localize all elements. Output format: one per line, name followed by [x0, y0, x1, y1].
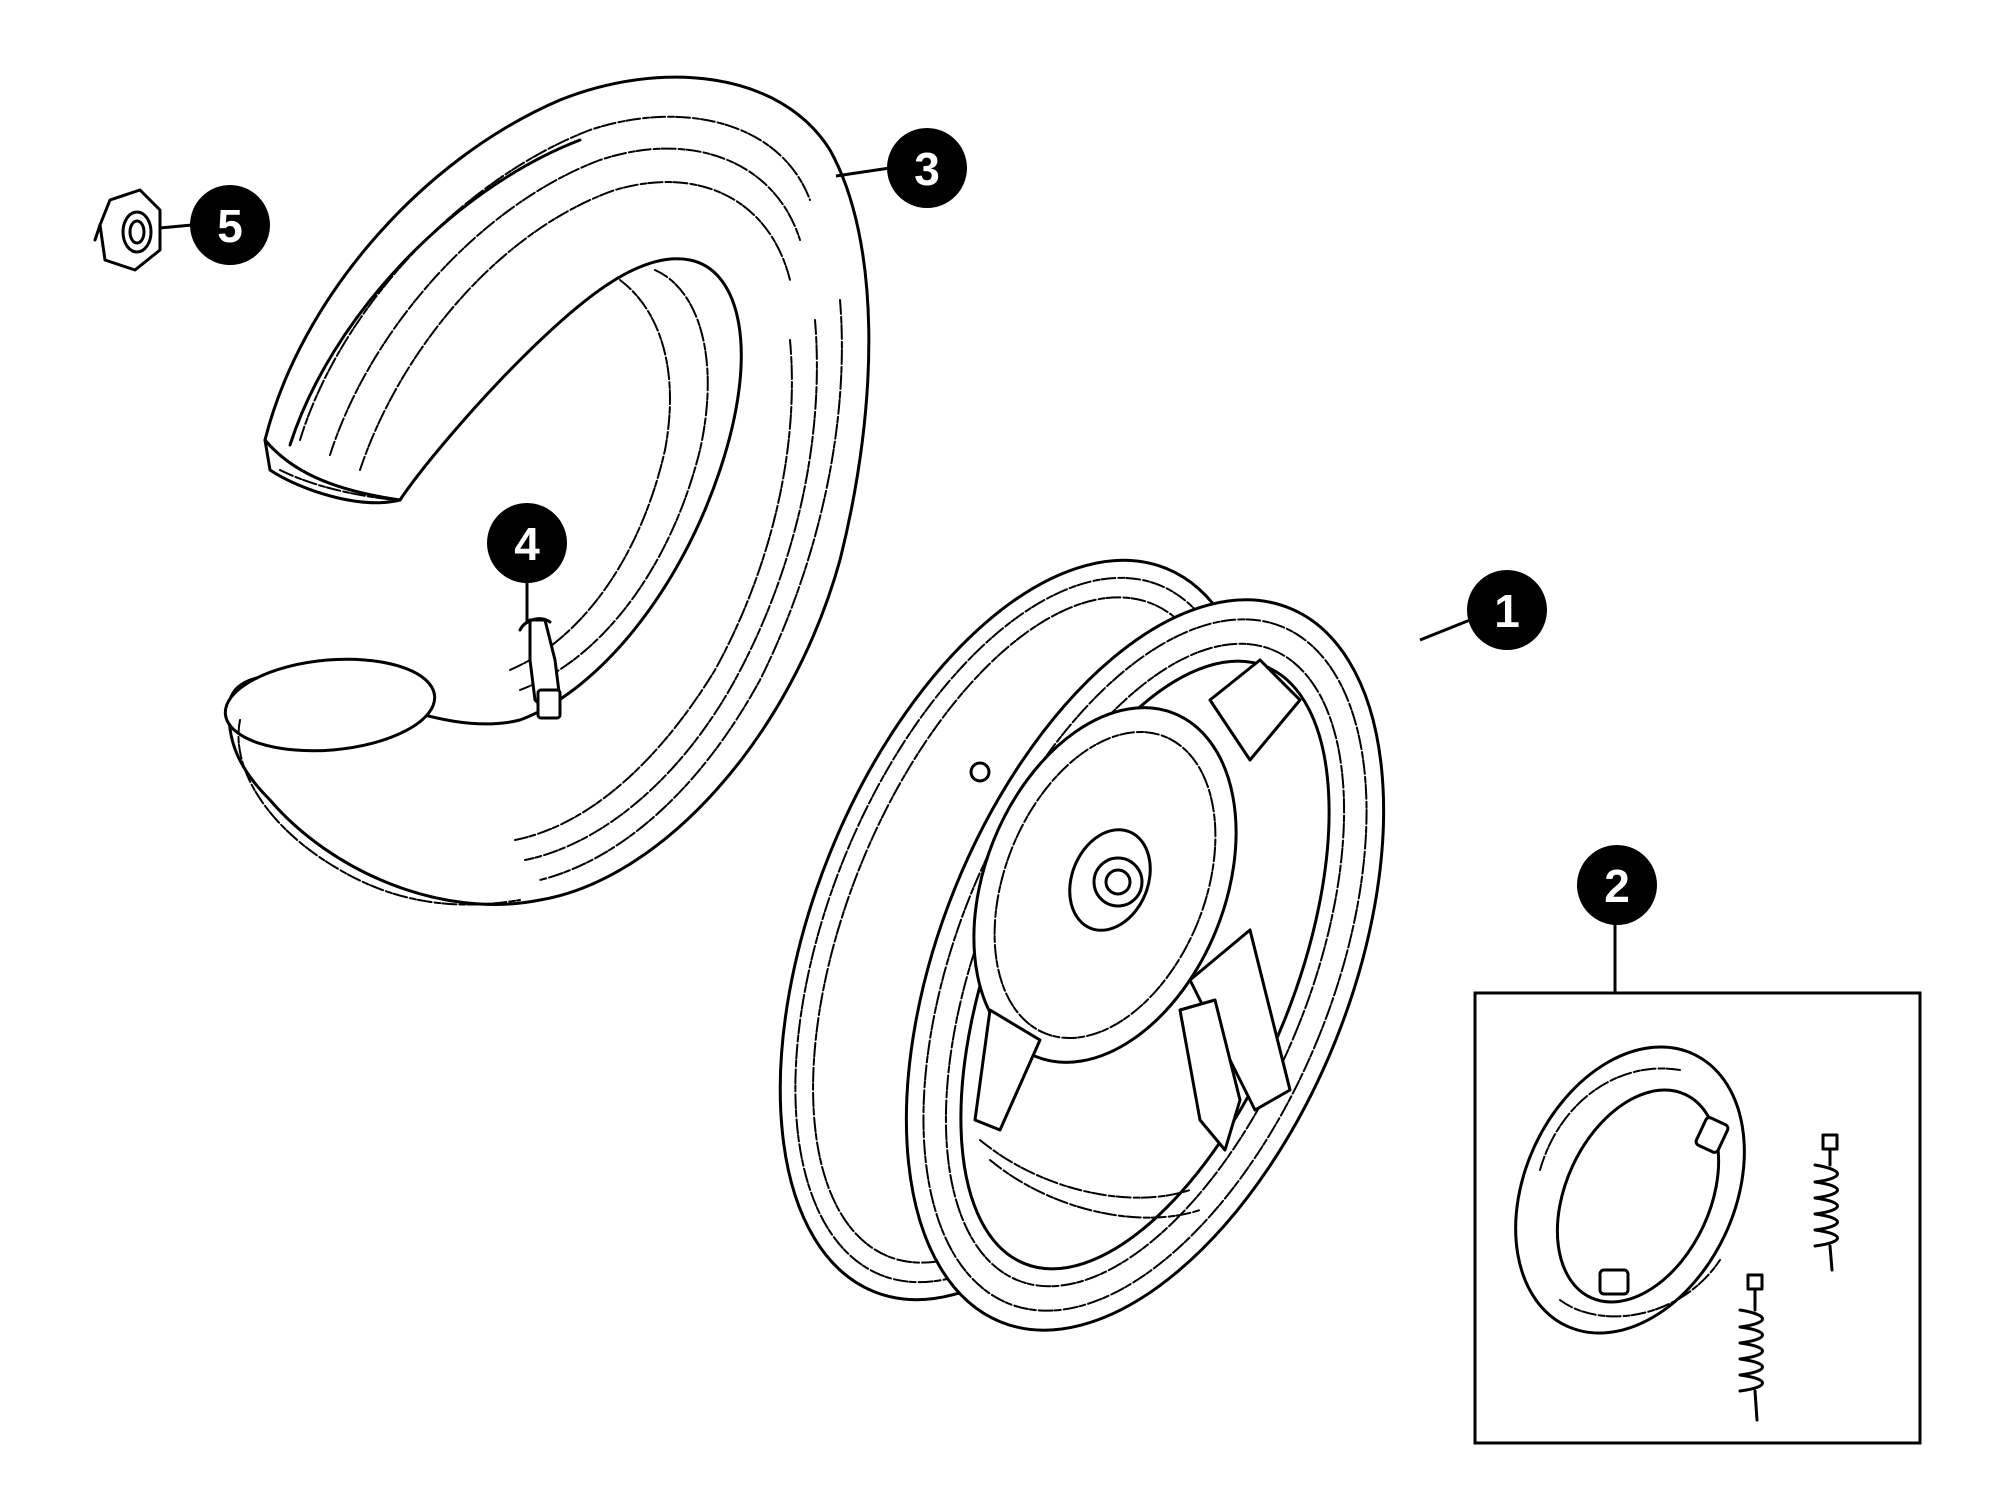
svg-text:4: 4	[514, 518, 540, 570]
axle-nut-drawing	[93, 188, 162, 272]
svg-text:2: 2	[1604, 860, 1630, 912]
callout-3: 3	[887, 128, 967, 208]
svg-text:3: 3	[914, 143, 940, 195]
brake-shoe-kit-drawing	[1514, 1045, 1839, 1422]
spring-2-drawing	[1738, 1273, 1764, 1422]
leader-line-5	[159, 223, 193, 230]
callout-2: 2	[1577, 845, 1657, 925]
callout-5: 5	[190, 185, 270, 265]
valve-stem-drawing	[518, 617, 562, 720]
svg-text:1: 1	[1494, 585, 1520, 637]
kit-box-outline	[1473, 991, 1922, 1445]
tire-drawing	[223, 75, 871, 906]
wheel-rim-drawing	[778, 558, 1386, 1332]
spring-1-drawing	[1813, 1133, 1839, 1272]
leader-line-3	[835, 166, 891, 178]
svg-text:5: 5	[217, 200, 243, 252]
callout-4: 4	[487, 503, 567, 583]
callout-1: 1	[1467, 570, 1547, 650]
